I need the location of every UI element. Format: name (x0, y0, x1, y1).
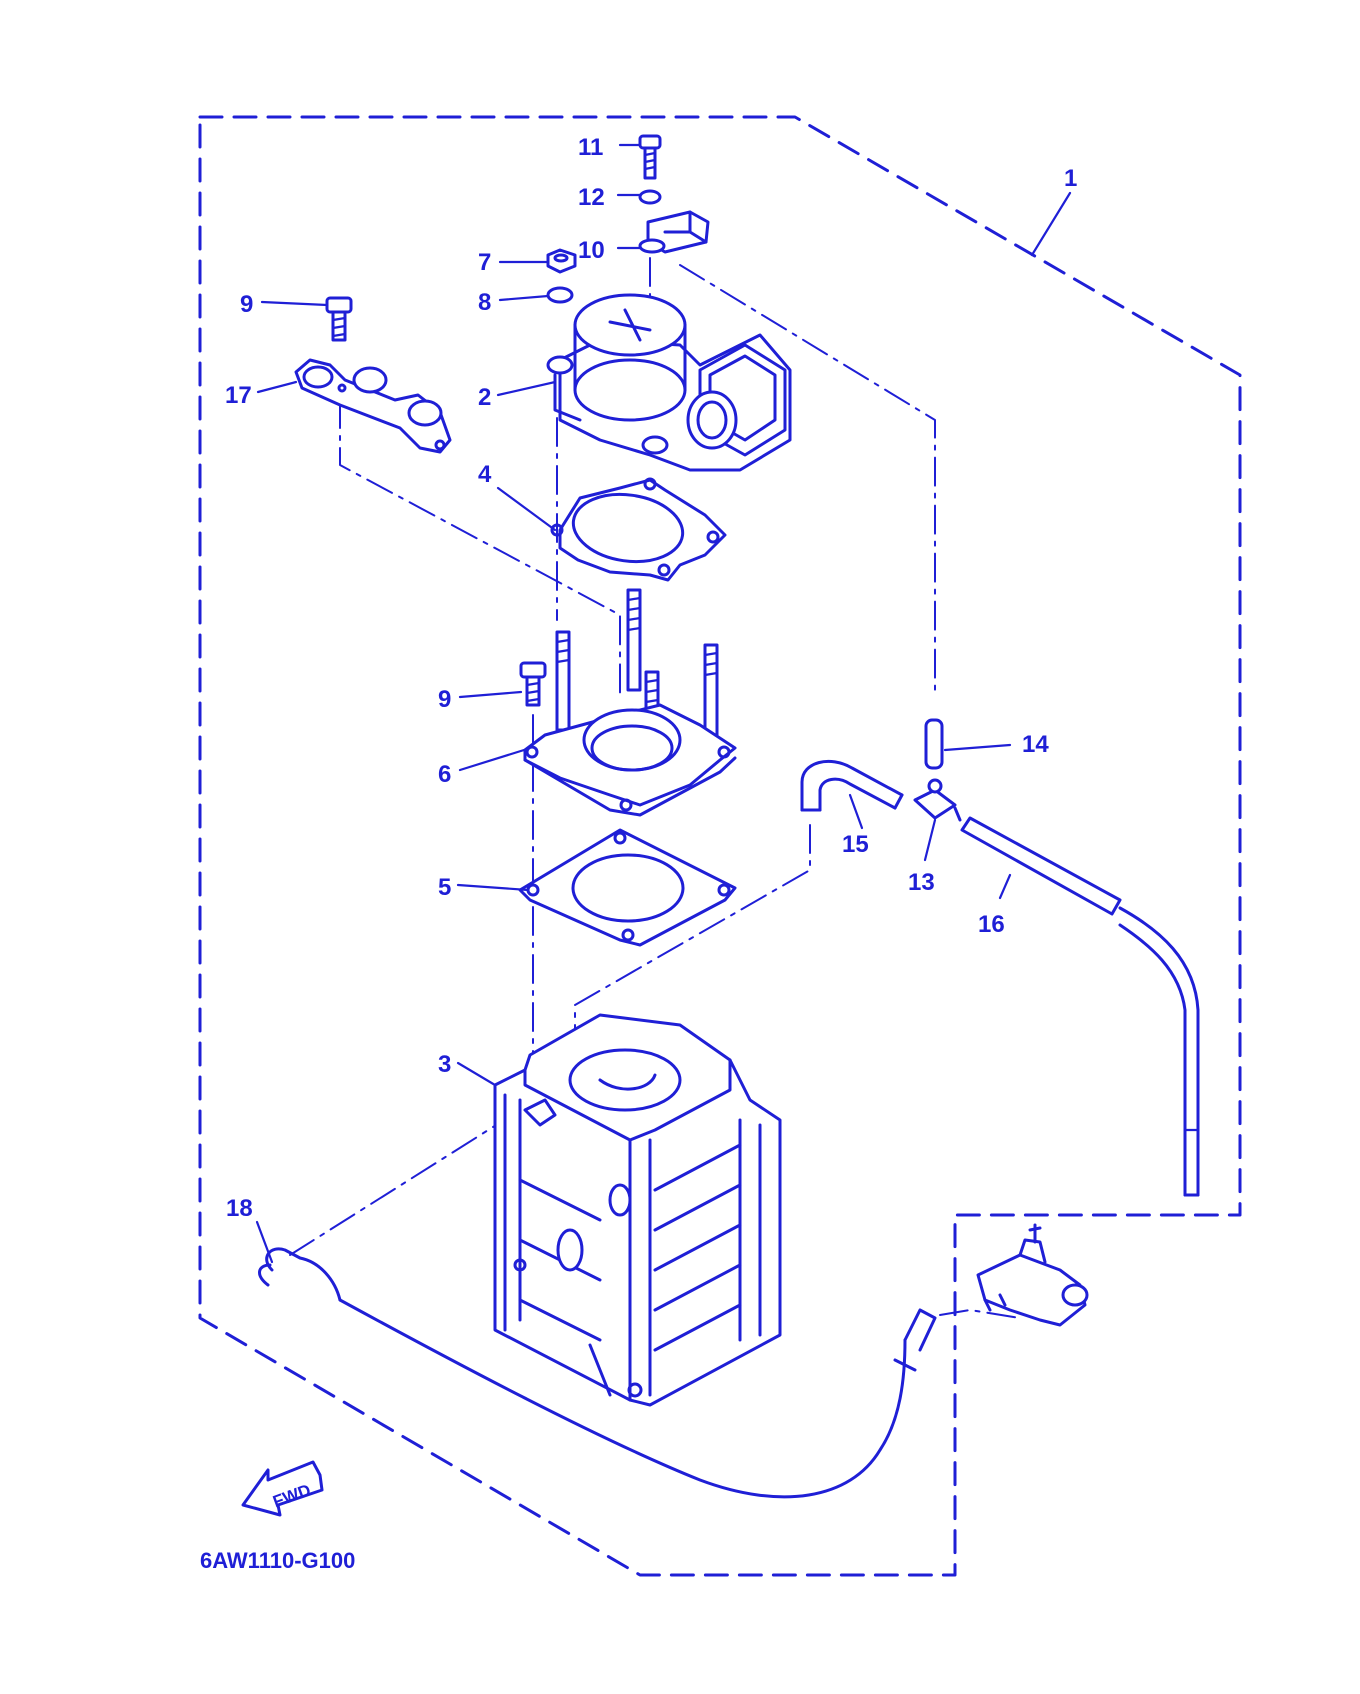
callout-18[interactable]: 18 (226, 1195, 253, 1222)
washer-8[interactable] (546, 286, 574, 304)
callout-4[interactable]: 4 (478, 461, 492, 488)
callout-13[interactable]: 13 (908, 869, 935, 896)
callout-15[interactable]: 15 (842, 831, 869, 858)
bolt-9-lower[interactable] (519, 661, 547, 707)
callout-10[interactable]: 10 (578, 237, 605, 264)
callout-16[interactable]: 16 (978, 911, 1005, 938)
hose-16[interactable] (960, 816, 1200, 1197)
callout-9-lower[interactable]: 9 (438, 686, 451, 713)
reference-lines (289, 257, 1021, 1319)
bracket-17[interactable] (294, 358, 452, 454)
callout-5[interactable]: 5 (438, 874, 451, 901)
sensor-10[interactable] (638, 210, 710, 254)
intake-manifold-3[interactable] (493, 1013, 782, 1407)
callout-3[interactable]: 3 (438, 1051, 451, 1078)
callout-11[interactable]: 11 (578, 134, 603, 161)
gasket-4[interactable] (550, 477, 727, 582)
assembly-boundary (198, 115, 1242, 1577)
hose-14[interactable] (924, 718, 944, 770)
callout-9-upper[interactable]: 9 (240, 291, 253, 318)
callout-6[interactable]: 6 (438, 761, 451, 788)
callout-12[interactable]: 12 (578, 184, 605, 211)
callout-lines (255, 143, 1072, 1264)
hose-18[interactable] (258, 1247, 937, 1499)
joint-13[interactable] (913, 778, 962, 822)
callout-17[interactable]: 17 (225, 382, 252, 409)
callout-7[interactable]: 7 (478, 249, 491, 276)
throttle-body-2[interactable] (546, 293, 792, 472)
adapter-plate-6[interactable] (523, 703, 737, 817)
nut-7[interactable] (546, 248, 577, 274)
fwd-arrow: FWD (241, 1460, 324, 1517)
solenoid-valve[interactable] (976, 1223, 1089, 1327)
callout-2[interactable]: 2 (478, 384, 491, 411)
gasket-5[interactable] (518, 828, 737, 947)
diagram-code: 6AW1110-G100 (200, 1548, 355, 1573)
washer-12[interactable] (638, 189, 662, 205)
callout-14[interactable]: 14 (1022, 731, 1049, 758)
callout-1[interactable]: 1 (1064, 165, 1077, 192)
bolt-11[interactable] (638, 134, 662, 180)
callout-8[interactable]: 8 (478, 289, 491, 316)
callout-labels: 1 11 12 10 7 8 9 17 2 4 9 6 5 3 14 15 13… (225, 134, 1077, 1222)
bolt-9-upper[interactable] (325, 296, 353, 342)
hose-15[interactable] (800, 759, 904, 812)
